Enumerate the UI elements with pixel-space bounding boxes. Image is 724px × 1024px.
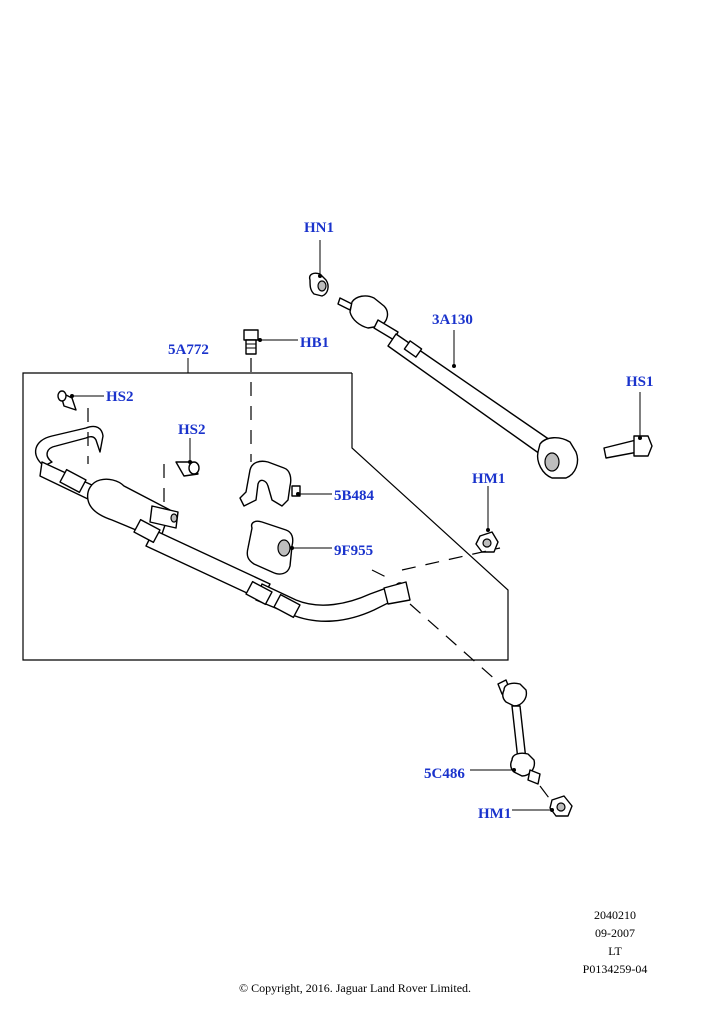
- leader-lines: [70, 240, 642, 812]
- link-5c486: [497, 679, 541, 785]
- bush-9f955: [246, 520, 294, 575]
- stabilizer-bar: [34, 425, 411, 622]
- stabilizer-frame: [22, 358, 509, 661]
- callout-hm1-bottom[interactable]: HM1: [478, 806, 511, 822]
- assembly-lines: [87, 358, 553, 803]
- callout-hb1[interactable]: HB1: [300, 335, 329, 351]
- callout-5c486[interactable]: 5C486: [424, 766, 465, 782]
- bolt-hb1: [243, 329, 259, 355]
- nut-hm1-bottom: [549, 795, 573, 817]
- callout-hs1[interactable]: HS1: [626, 374, 654, 390]
- callout-3a130[interactable]: 3A130: [432, 312, 473, 328]
- callout-9f955[interactable]: 9F955: [334, 543, 373, 559]
- reference-part-number: P0134259-04: [582, 962, 648, 976]
- callout-5a772[interactable]: 5A772: [168, 342, 209, 358]
- callout-hm1-top[interactable]: HM1: [472, 471, 505, 487]
- reference-side: LT: [608, 944, 622, 958]
- callout-hn1[interactable]: HN1: [304, 220, 334, 236]
- callout-5b484[interactable]: 5B484: [334, 488, 375, 504]
- clamp-5b484: [239, 460, 301, 507]
- reference-date: 09-2007: [595, 926, 635, 940]
- nut-hm1-top: [475, 531, 499, 553]
- bolt-hs2-mid: [175, 461, 200, 477]
- callout-hs2-top[interactable]: HS2: [106, 389, 134, 405]
- callout-hs2-mid[interactable]: HS2: [178, 422, 206, 438]
- tie-rod-3a130: [308, 272, 653, 479]
- bolt-hs2-top: [57, 390, 77, 411]
- copyright-notice: © Copyright, 2016. Jaguar Land Rover Lim…: [238, 981, 472, 995]
- reference-code: 2040210: [594, 908, 636, 922]
